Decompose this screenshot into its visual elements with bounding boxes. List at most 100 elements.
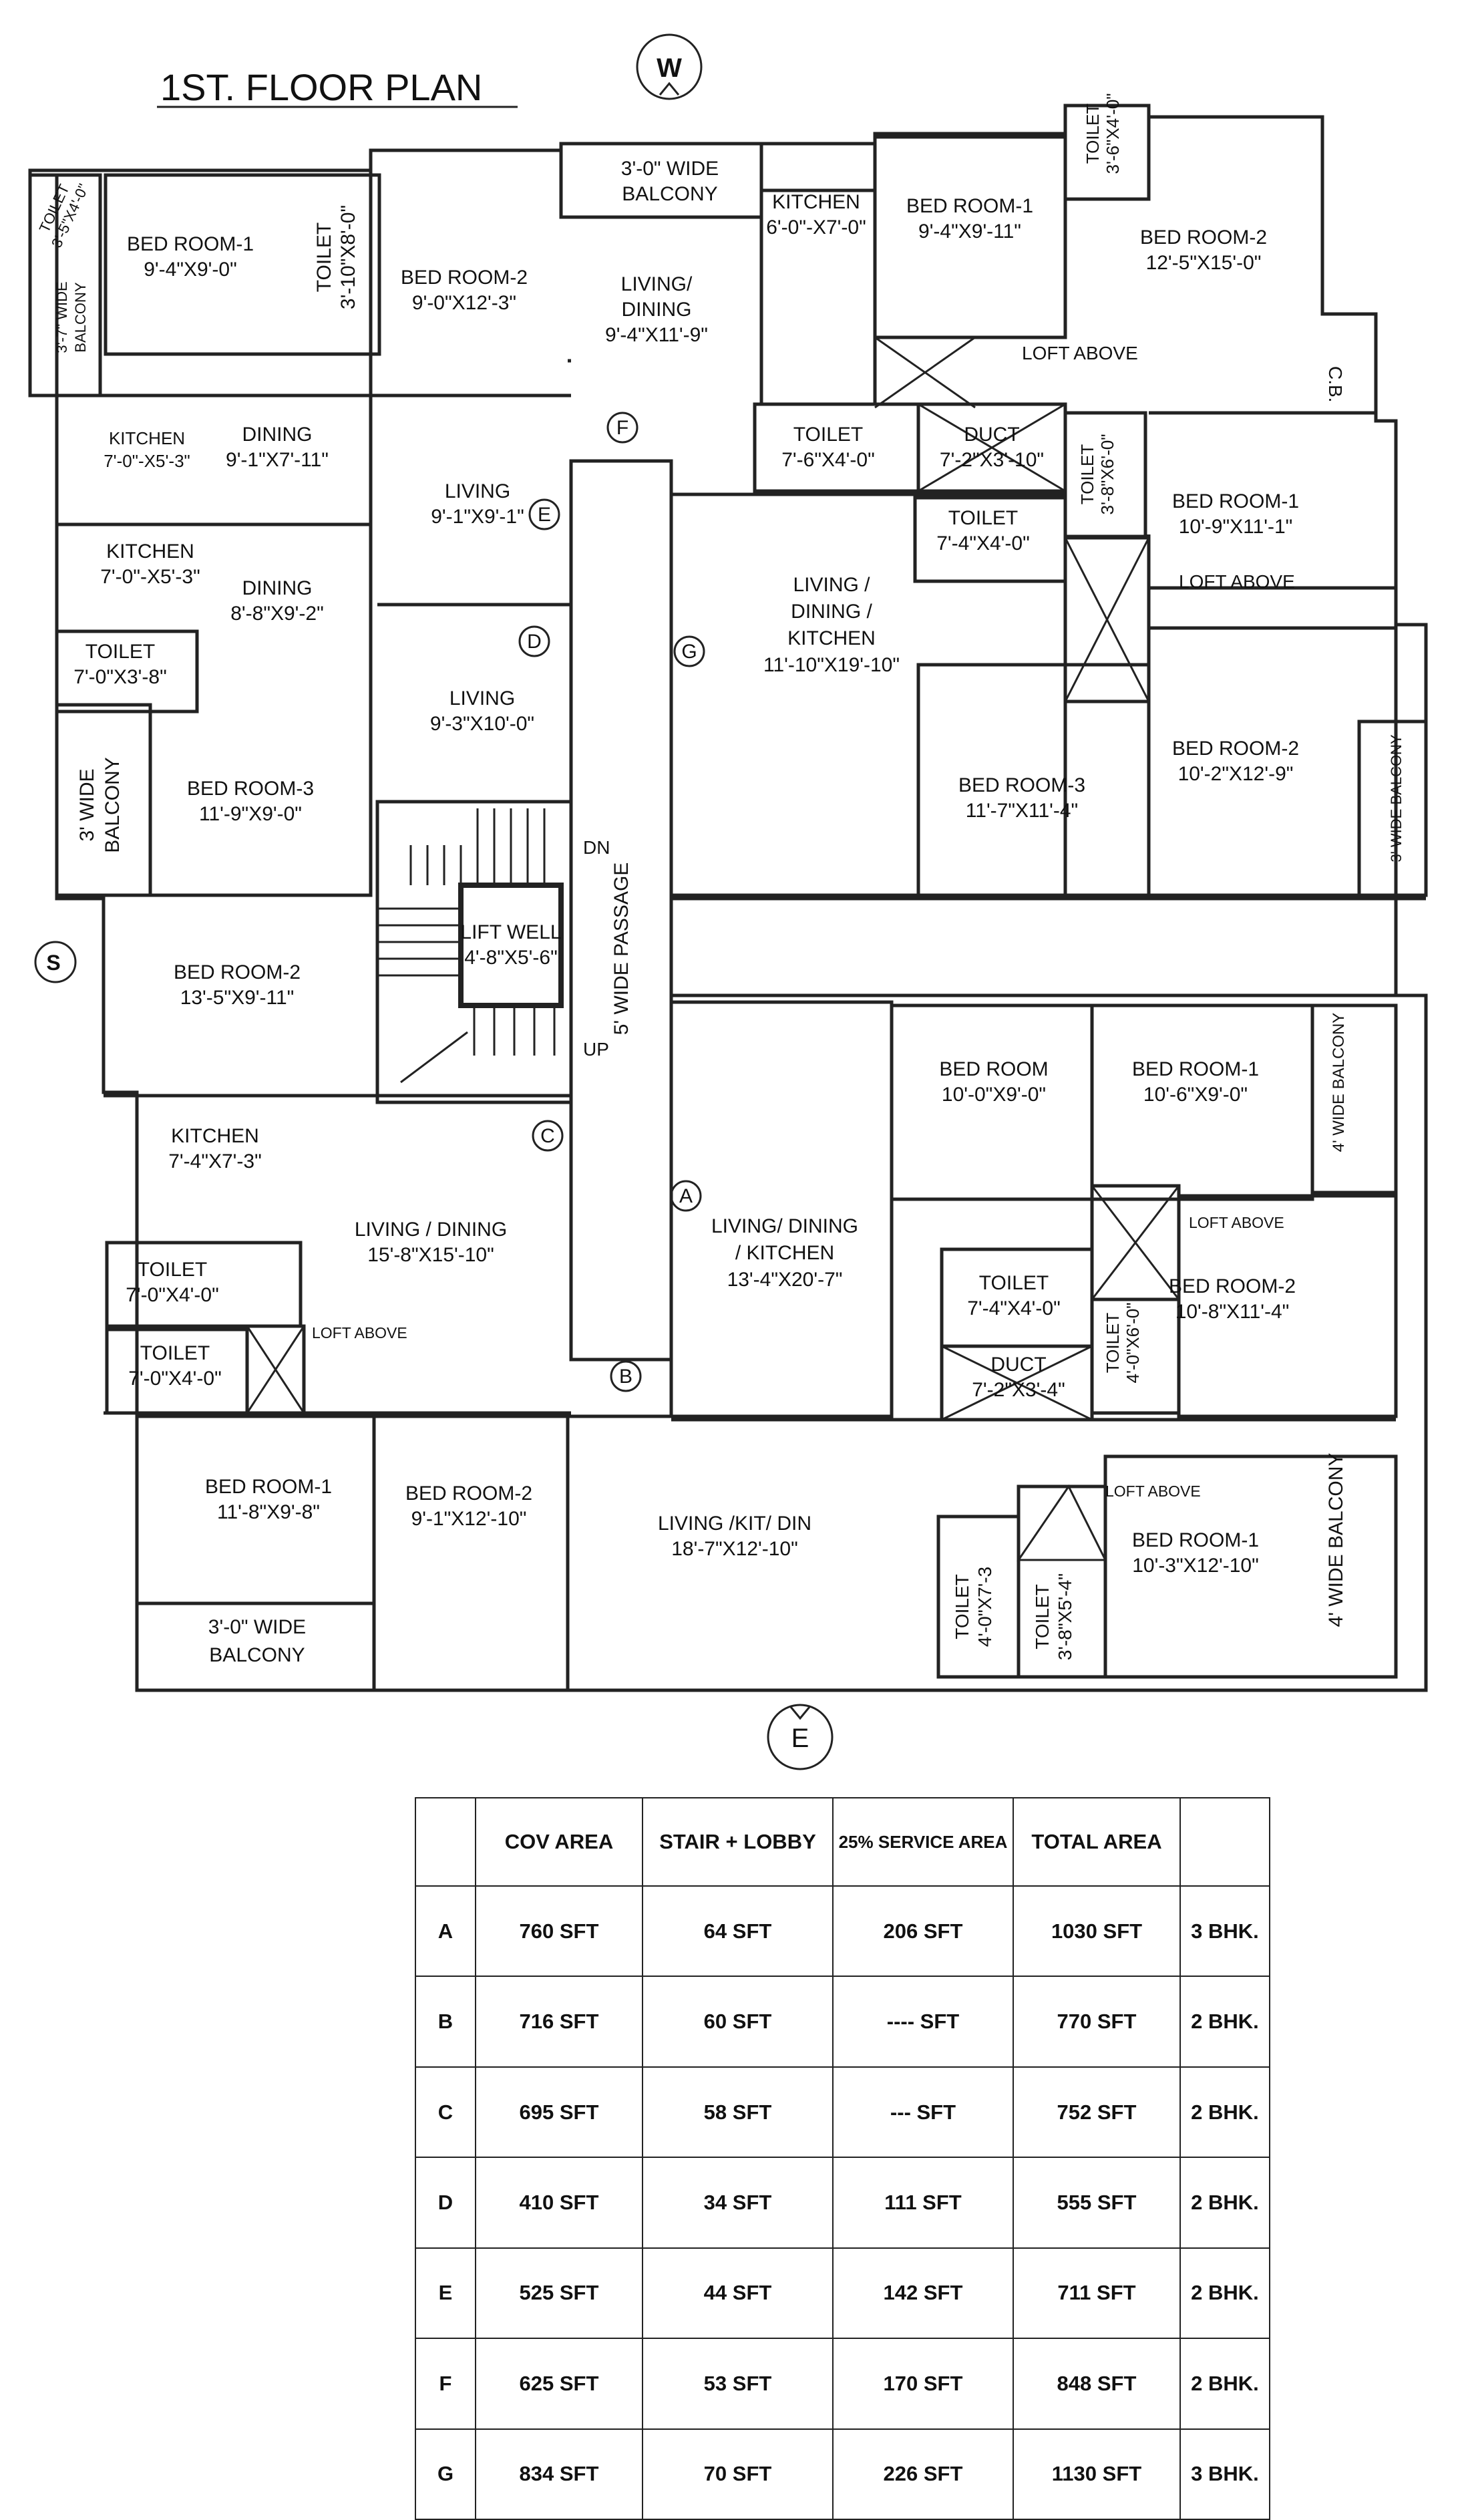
cell-service-area: 226 SFT: [832, 2428, 1014, 2520]
cell-unit: G: [415, 2428, 476, 2520]
cell-service-area: ---- SFT: [832, 1976, 1014, 2068]
cell-cov-area: 525 SFT: [475, 2247, 643, 2340]
unit-marker-d: D: [527, 631, 542, 653]
cell-total-area: 770 SFT: [1013, 1976, 1181, 2068]
compass-west-label: W: [657, 53, 682, 83]
plan-title: 1ST. FLOOR PLAN: [160, 66, 482, 108]
cell-stair-lobby: 34 SFT: [642, 2157, 834, 2249]
loft-above-label: LOFT ABOVE: [1189, 1214, 1284, 1231]
room-toilet-unit-a-small: TOILET4'-0"X6'-0": [1103, 1303, 1143, 1384]
cell-cov-area: 625 SFT: [475, 2338, 643, 2430]
stair-treads: [377, 808, 556, 1084]
cell-cov-area: 760 SFT: [475, 1885, 643, 1978]
cell-stair-lobby: 58 SFT: [642, 2066, 834, 2159]
cell-unit: A: [415, 1885, 476, 1978]
unit-marker-b: B: [619, 1366, 632, 1388]
unit-marker-f: F: [616, 417, 628, 439]
compass-south: S: [34, 941, 77, 983]
cell-total-area: 1030 SFT: [1013, 1885, 1181, 1978]
passage-label: 5' WIDE PASSAGE: [610, 862, 632, 1036]
unit-markers: [518, 412, 705, 1392]
cell-cov-area: 410 SFT: [475, 2157, 643, 2249]
compass-west: W: [636, 33, 703, 100]
cell-bhk: 2 BHK.: [1179, 1976, 1270, 2068]
room-balcony-unit-g: 3' WIDE BALCONY: [1388, 734, 1405, 862]
stair-up-label: UP: [583, 1039, 609, 1060]
unit-marker-a: A: [679, 1185, 693, 1207]
table-header-row: COV AREA STAIR + LOBBY 25% SERVICE AREA …: [415, 1797, 1270, 1887]
cell-service-area: 170 SFT: [832, 2338, 1014, 2430]
cell-stair-lobby: 53 SFT: [642, 2338, 834, 2430]
room-toilet-unit-g-small: TOILET3'-8"X6'-0": [1077, 434, 1117, 515]
room-balcony-unit-a: 4' WIDE BALCONY: [1330, 1013, 1348, 1152]
cell-total-area: 1130 SFT: [1013, 2428, 1181, 2520]
unit-marker-c: C: [540, 1125, 555, 1147]
cell-stair-lobby: 60 SFT: [642, 1976, 834, 2068]
cell-service-area: 206 SFT: [832, 1885, 1014, 1978]
header-cell-blank: [415, 1797, 476, 1887]
cell-bhk: 2 BHK.: [1179, 2338, 1270, 2430]
floor-plan-drawing: W S E 1ST. FLOOR PLAN A B C D E F G LOFT…: [28, 33, 1428, 1770]
cell-stair-lobby: 44 SFT: [642, 2247, 834, 2340]
stair-dn-label: DN: [583, 837, 610, 858]
area-summary-table: COV AREA STAIR + LOBBY 25% SERVICE AREA …: [415, 1797, 1270, 2520]
compass-east-label: E: [791, 1724, 809, 1753]
compass-east: E: [767, 1704, 834, 1770]
duct-crosses: [246, 336, 1180, 1561]
cell-total-area: 752 SFT: [1013, 2066, 1181, 2159]
cell-bhk: 2 BHK.: [1179, 2247, 1270, 2340]
loft-above-label: LOFT ABOVE: [1022, 343, 1138, 363]
compass-south-label: S: [46, 951, 60, 975]
cell-cov-area: 716 SFT: [475, 1976, 643, 2068]
loft-above-label: LOFT ABOVE: [1105, 1482, 1201, 1500]
cell-unit: B: [415, 1976, 476, 2068]
unit-marker-g: G: [681, 641, 697, 663]
cell-service-area: 111 SFT: [832, 2157, 1014, 2249]
cell-bhk: 2 BHK.: [1179, 2066, 1270, 2159]
cell-cov-area: 695 SFT: [475, 2066, 643, 2159]
cell-cov-area: 834 SFT: [475, 2428, 643, 2520]
